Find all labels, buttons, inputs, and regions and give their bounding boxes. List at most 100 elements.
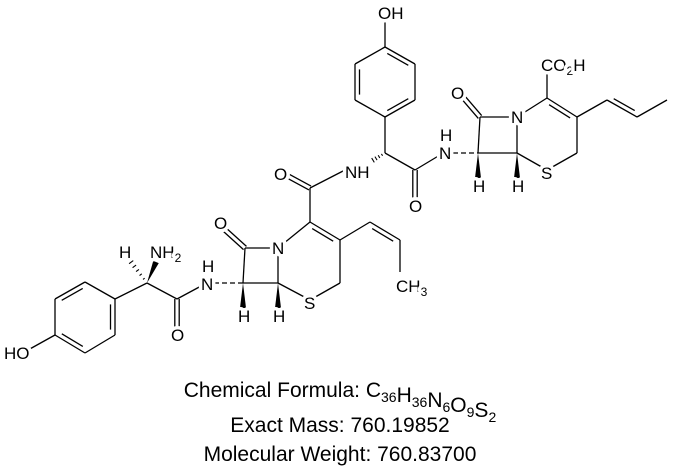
wedge-bond [147,260,159,283]
atom-label-amide1-o: O [171,326,184,345]
bond [636,99,668,118]
formula-label: Chemical Formula: [184,379,366,402]
formula-subscript: 9 [467,404,475,420]
bond [309,221,341,241]
bond [309,282,341,301]
wedge-bond [475,153,481,178]
atom-label-amide1-h: H [202,257,214,276]
bond [84,281,116,300]
bond [477,116,481,154]
atom-label-amide2-n: N [439,144,451,163]
formula-element: S [474,399,488,422]
bond [459,97,479,119]
caption: Chemical Formula: C36H36N6O9S2 Exact Mas… [184,379,497,466]
bond [516,97,548,118]
atom-label-ch3: CH3 [396,277,428,299]
bond [546,152,578,171]
hashed-bond [380,153,384,157]
formula-element: O [450,394,466,417]
hashed-bond [374,156,378,161]
atom-label-ho-left: HO [4,344,30,363]
atom-label-lactam1-o: O [214,214,227,233]
bond [606,99,638,118]
bond [61,287,84,301]
formula-subscript: 36 [381,389,397,405]
bond [576,99,608,118]
bond [54,334,86,354]
atom-label-h-alpha: H [119,243,131,262]
wedge-bond [275,283,281,308]
atom-label-amide2-h: H [440,126,452,145]
hashed-bond [139,273,143,276]
bond [354,99,386,118]
atom-label-amide1-n: N [201,275,213,294]
bond [284,176,310,191]
atom-label-h6-right: H [512,177,524,196]
atom-label-s-left: S [304,294,315,313]
atom-label-lactam1-n: N [272,239,284,258]
bond [27,334,56,351]
bond [386,52,409,66]
bond [61,333,84,347]
formula-subscript: 2 [488,409,496,425]
bond [176,284,204,300]
stereo-wedges [128,152,520,308]
atom-label-lactam2-o: O [451,84,464,103]
bond [84,334,116,354]
bond [242,247,246,284]
bond [114,282,148,300]
bond [225,226,247,247]
wedge-bond [240,283,246,308]
atom-label-carboxamide-nh: NH [345,163,370,182]
atom-label-lactam2-n: N [511,108,523,127]
hashed-bond [371,157,375,163]
bond [369,221,401,241]
hashed-bond [128,260,134,265]
formula-element: C [366,379,381,402]
atom-labels: HO H NH2 O N H O N H H S O NH CH3 OH O N… [1,1,589,367]
hashed-bond [135,268,140,273]
exact-mass: Exact Mass: 760.19852 [230,414,449,437]
atom-label-oh-top: OH [378,4,404,23]
bonds [27,22,668,354]
bond [277,221,311,249]
wedge-bond [514,153,520,178]
bond [309,169,346,189]
atom-label-h7-right: H [473,177,485,196]
bond [548,104,571,119]
bond [339,221,371,241]
bond [286,172,312,187]
bond [311,228,334,242]
bond [277,282,311,301]
chemical-formula: Chemical Formula: C36H36N6O9S2 [184,379,497,425]
bond [354,46,386,65]
bond [613,98,636,112]
hashed-bond [142,277,145,280]
molecular-weight: Molecular Weight: 760.83700 [204,443,477,466]
atom-label-h6-left: H [273,307,285,326]
hashed-bond [377,154,381,159]
atom-label-co2h: CO2H [541,56,585,78]
bond [546,97,578,118]
atom-label-h7-left: H [238,307,250,326]
bond [463,94,483,116]
formula-element: H [397,384,412,407]
bond [371,228,394,242]
bond [384,99,416,118]
atom-label-amide2-o: O [409,197,422,216]
bond [384,46,416,65]
bond [516,152,548,171]
atom-label-carboxamide-o: O [274,165,287,184]
bond [384,152,416,171]
bond [414,154,441,171]
formula-element: N [427,389,442,412]
bond [146,282,178,300]
bond [54,281,86,300]
formula-subscript: 36 [412,394,428,410]
atom-label-s-right: S [541,164,552,183]
formula-subscript: 6 [442,399,450,415]
hashed-bond [132,264,137,269]
atom-label-nh2: NH2 [150,243,182,265]
bond [222,230,244,251]
